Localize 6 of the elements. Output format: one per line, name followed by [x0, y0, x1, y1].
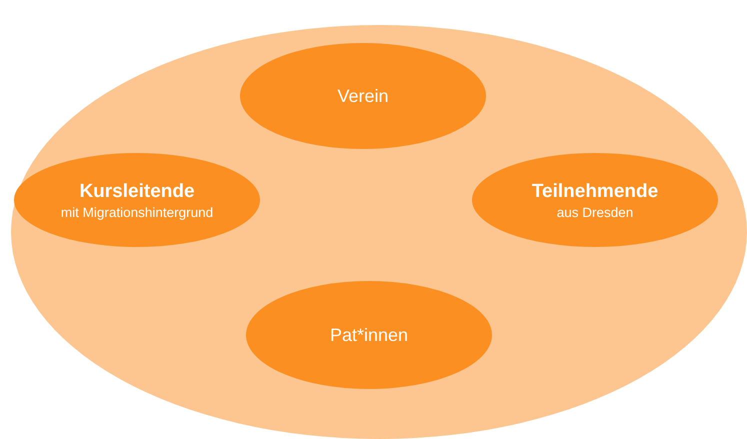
node-heading: Teilnehmende — [532, 180, 658, 204]
node-description: aus Dresden — [556, 204, 634, 220]
node-label: Verein — [337, 86, 389, 106]
node-label: Pat*innen — [330, 324, 408, 346]
node-heading: Kursleitende — [79, 180, 195, 204]
node-description: mit Migrationshintergrund — [60, 204, 214, 220]
